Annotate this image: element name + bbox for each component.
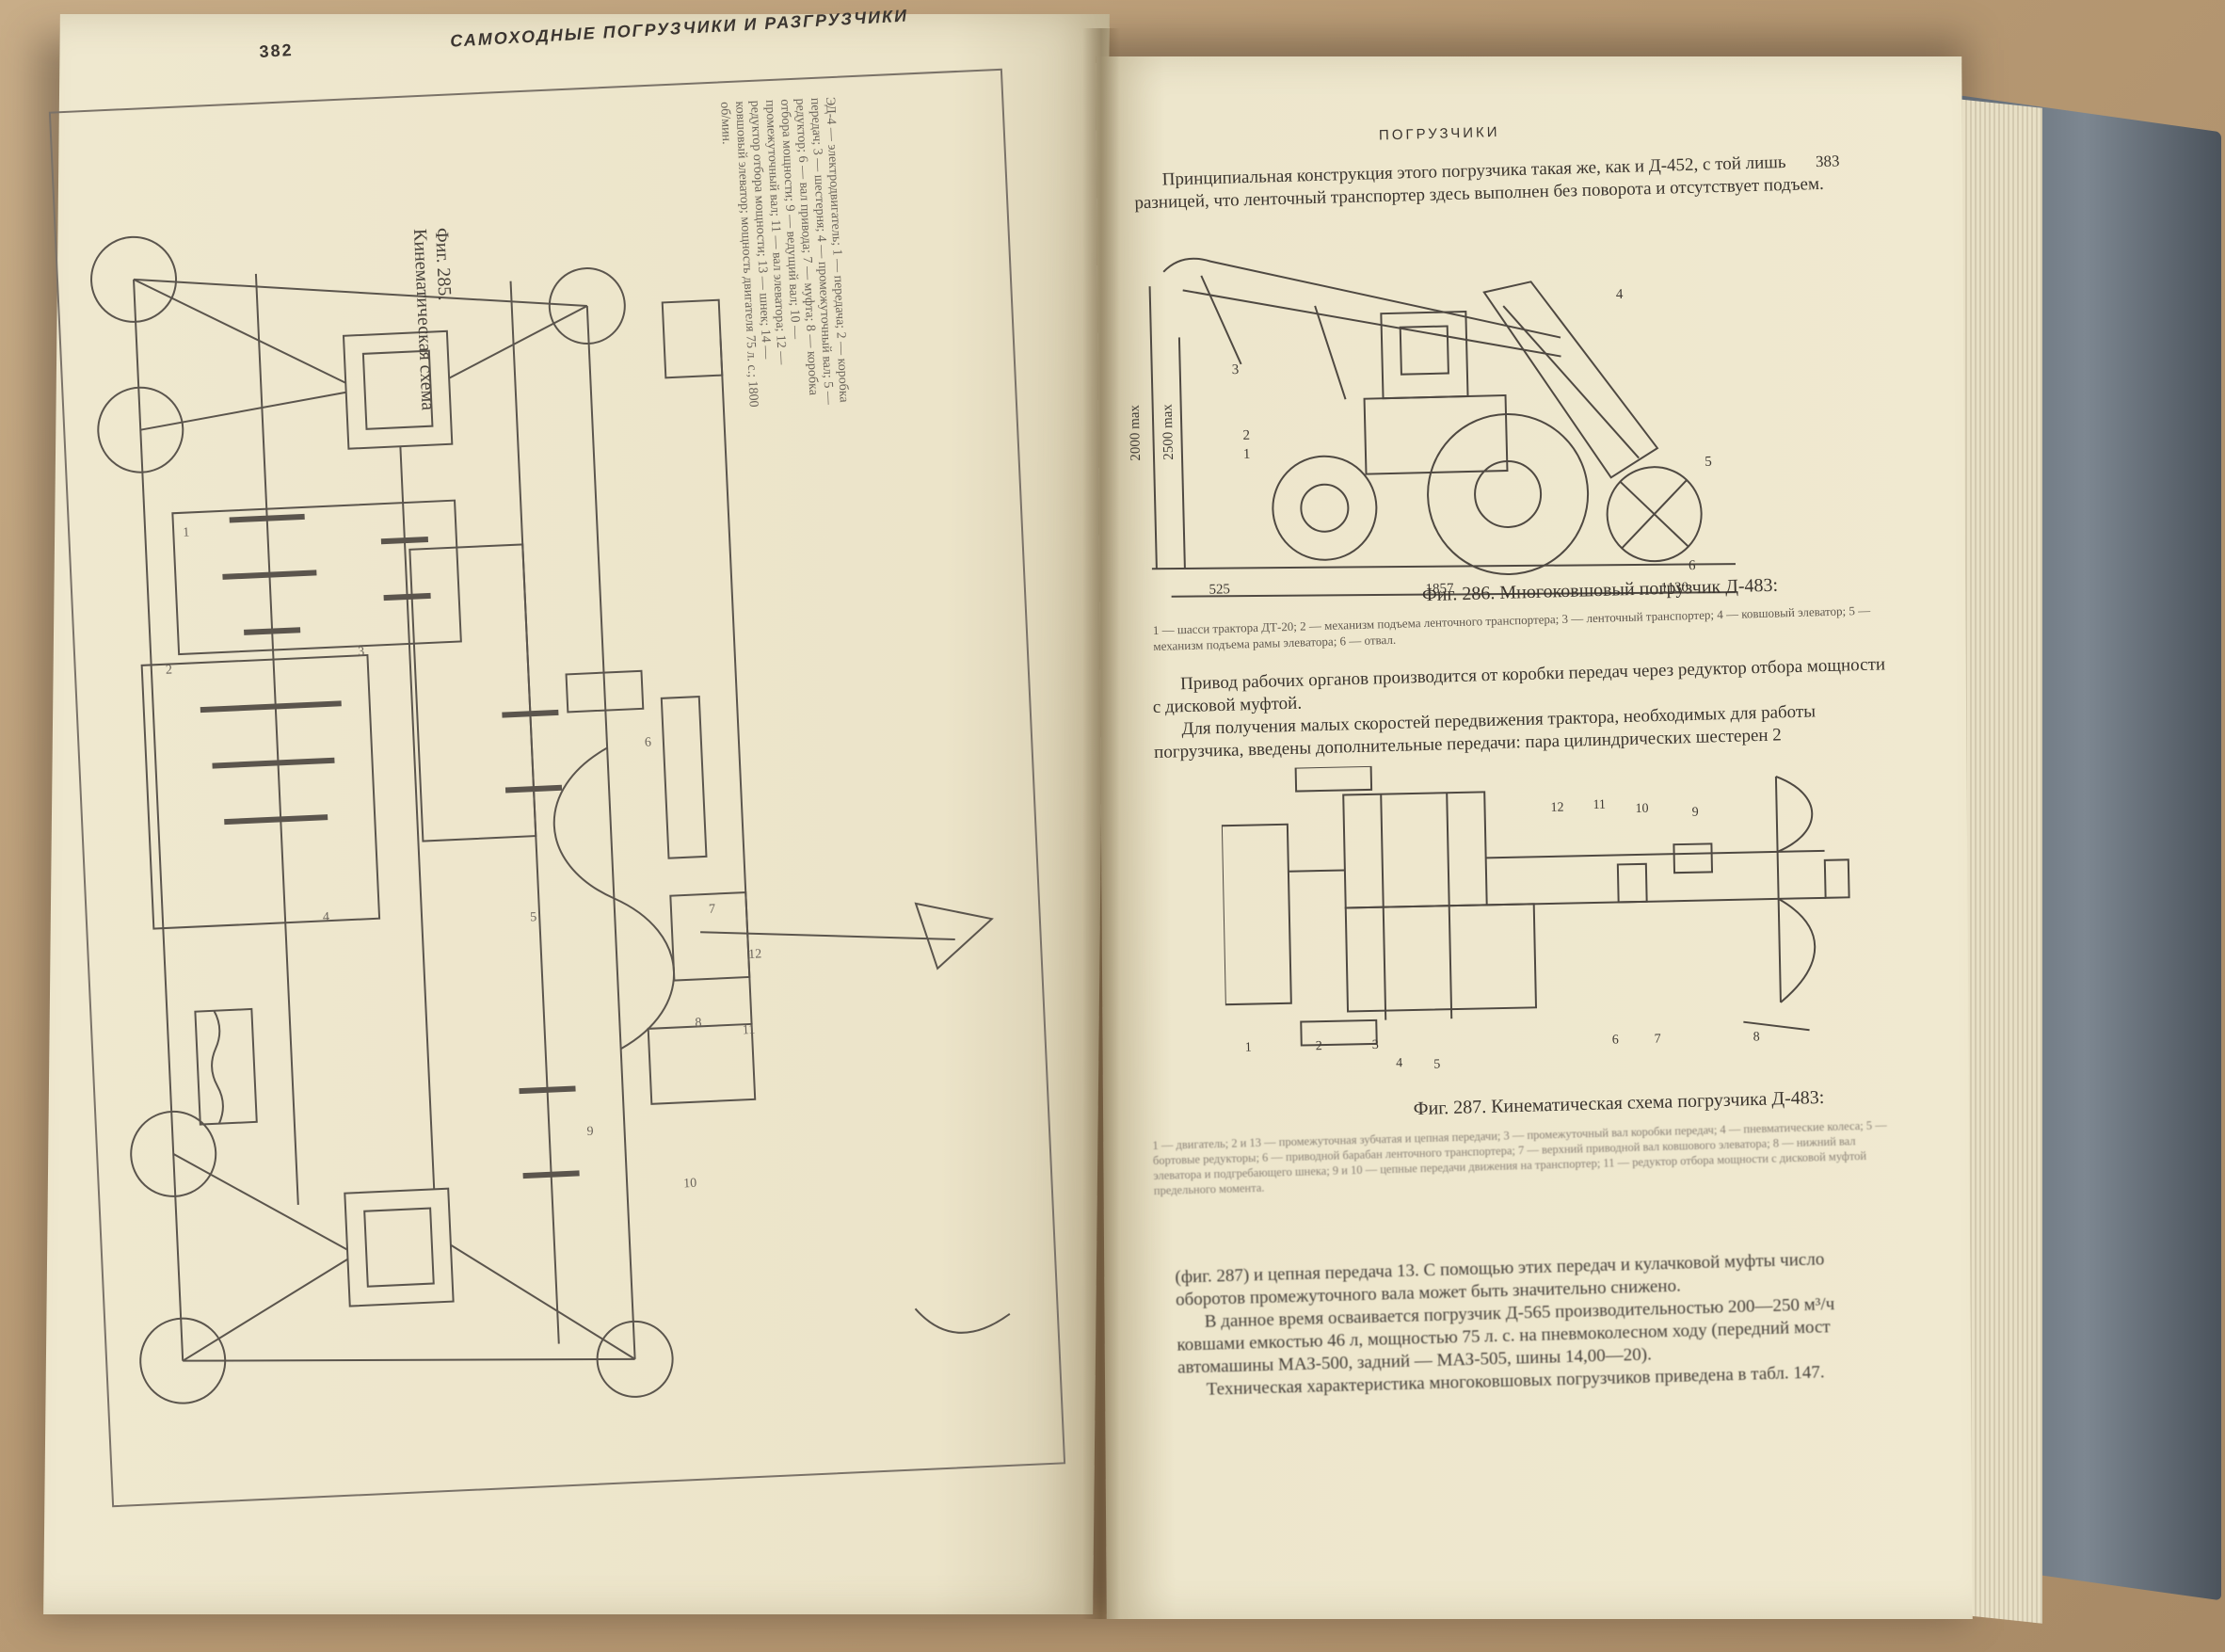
svg-text:1: 1 (1243, 447, 1251, 462)
svg-text:8: 8 (695, 1016, 702, 1030)
svg-text:12: 12 (748, 947, 762, 962)
svg-text:2500 max: 2500 max (1161, 404, 1177, 460)
kinematic-scheme-d483-drawing: 1 2 3 4 5 6 7 8 9 10 11 12 (1220, 764, 1850, 1072)
right-page-number: 383 (1815, 152, 1840, 171)
svg-text:4: 4 (1396, 1056, 1402, 1070)
svg-text:1130: 1130 (1660, 580, 1689, 596)
svg-text:1: 1 (1245, 1041, 1252, 1055)
svg-text:6: 6 (1612, 1033, 1619, 1047)
svg-text:11: 11 (743, 1023, 756, 1038)
svg-text:3: 3 (358, 645, 365, 659)
left-figure-legend: ЭД-4 — электродвигатель; 1 — передача; 2… (717, 96, 851, 408)
svg-text:12: 12 (1550, 801, 1563, 815)
svg-text:2: 2 (1242, 428, 1250, 443)
svg-text:2000 max: 2000 max (1128, 404, 1144, 460)
rear-wheel (1427, 412, 1590, 575)
svg-text:9: 9 (1692, 806, 1699, 820)
loader-d483-drawing: 2000 max 2500 max 525 1857 1130 1 2 3 4 … (1128, 257, 1737, 598)
svg-text:3: 3 (1372, 1038, 1379, 1052)
svg-text:10: 10 (683, 1177, 697, 1192)
svg-text:10: 10 (1635, 802, 1648, 816)
paragraph-closing: (фиг. 287) и цепная передача 13. С помощ… (1175, 1246, 1894, 1402)
svg-text:9: 9 (586, 1125, 594, 1139)
svg-text:2: 2 (166, 663, 173, 677)
svg-text:6: 6 (1689, 558, 1696, 573)
left-page-number: 382 (259, 40, 295, 61)
kinematic-scheme-frame: 1 2 3 4 5 6 7 8 9 10 11 12 Фиг. 285. Кин… (48, 68, 1066, 1508)
svg-text:8: 8 (1753, 1030, 1760, 1044)
svg-text:5: 5 (1705, 455, 1712, 470)
svg-text:11: 11 (1593, 798, 1606, 812)
left-figure-title: Фиг. 285. Кинематическая схема (408, 227, 456, 411)
front-wheel (1272, 455, 1378, 561)
auger-wheel (1606, 466, 1703, 563)
svg-text:5: 5 (530, 910, 537, 924)
svg-text:4: 4 (1616, 287, 1624, 302)
svg-text:3: 3 (1232, 362, 1240, 377)
svg-text:2: 2 (1316, 1039, 1322, 1053)
book-gutter (1082, 28, 1120, 1619)
svg-text:1857: 1857 (1425, 581, 1454, 597)
svg-text:7: 7 (709, 903, 716, 917)
svg-text:4: 4 (323, 910, 330, 924)
svg-text:525: 525 (1209, 582, 1230, 598)
svg-text:6: 6 (645, 735, 652, 749)
svg-text:5: 5 (1433, 1057, 1440, 1071)
kinematic-scheme-drawing: 1 2 3 4 5 6 7 8 9 10 11 12 (90, 235, 1011, 1404)
svg-text:1: 1 (183, 525, 190, 539)
svg-text:7: 7 (1655, 1033, 1661, 1047)
